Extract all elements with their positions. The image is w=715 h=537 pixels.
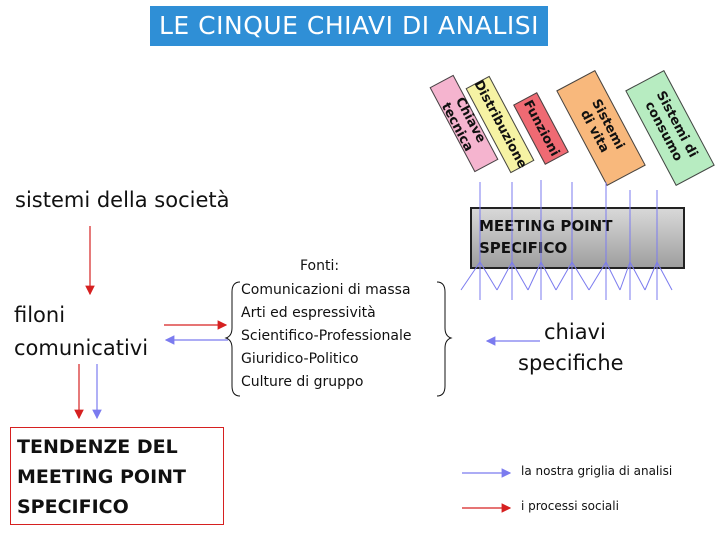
- fonti-item: Comunicazioni di massa: [241, 282, 411, 298]
- meeting-point-line2: SPECIFICO: [479, 239, 568, 257]
- filoni-label-line1: filoni: [14, 303, 66, 327]
- sistemi-label: sistemi della società: [15, 188, 230, 212]
- tendenze-line: MEETING POINT: [17, 466, 187, 488]
- legend-blue-label: la nostra griglia di analisi: [521, 464, 673, 478]
- chiavi-label-line2: specifiche: [518, 351, 624, 375]
- fonti-item: Scientifico-Professionale: [241, 328, 412, 344]
- fonti-item: Giuridico-Politico: [241, 351, 359, 367]
- fonti-item: Culture di gruppo: [241, 374, 364, 390]
- meeting-point-grid: [460, 180, 673, 300]
- page-title: LE CINQUE CHIAVI DI ANALISI: [150, 6, 548, 46]
- fonti-item: Arti ed espressività: [241, 305, 376, 321]
- fonti-right-brace: [436, 281, 453, 397]
- tendenze-line: SPECIFICO: [17, 496, 129, 518]
- meeting-point-box: MEETING POINT SPECIFICO: [470, 207, 685, 269]
- filoni-label-line2: comunicativi: [14, 336, 149, 360]
- fonti-left-brace: [224, 281, 241, 397]
- tendenze-box: TENDENZE DEL MEETING POINT SPECIFICO: [10, 427, 224, 525]
- legend-red-label: i processi sociali: [521, 499, 619, 513]
- chiavi-label-line1: chiavi: [544, 320, 606, 344]
- fonti-title: Fonti:: [300, 258, 340, 274]
- tendenze-line: TENDENZE DEL: [17, 436, 178, 458]
